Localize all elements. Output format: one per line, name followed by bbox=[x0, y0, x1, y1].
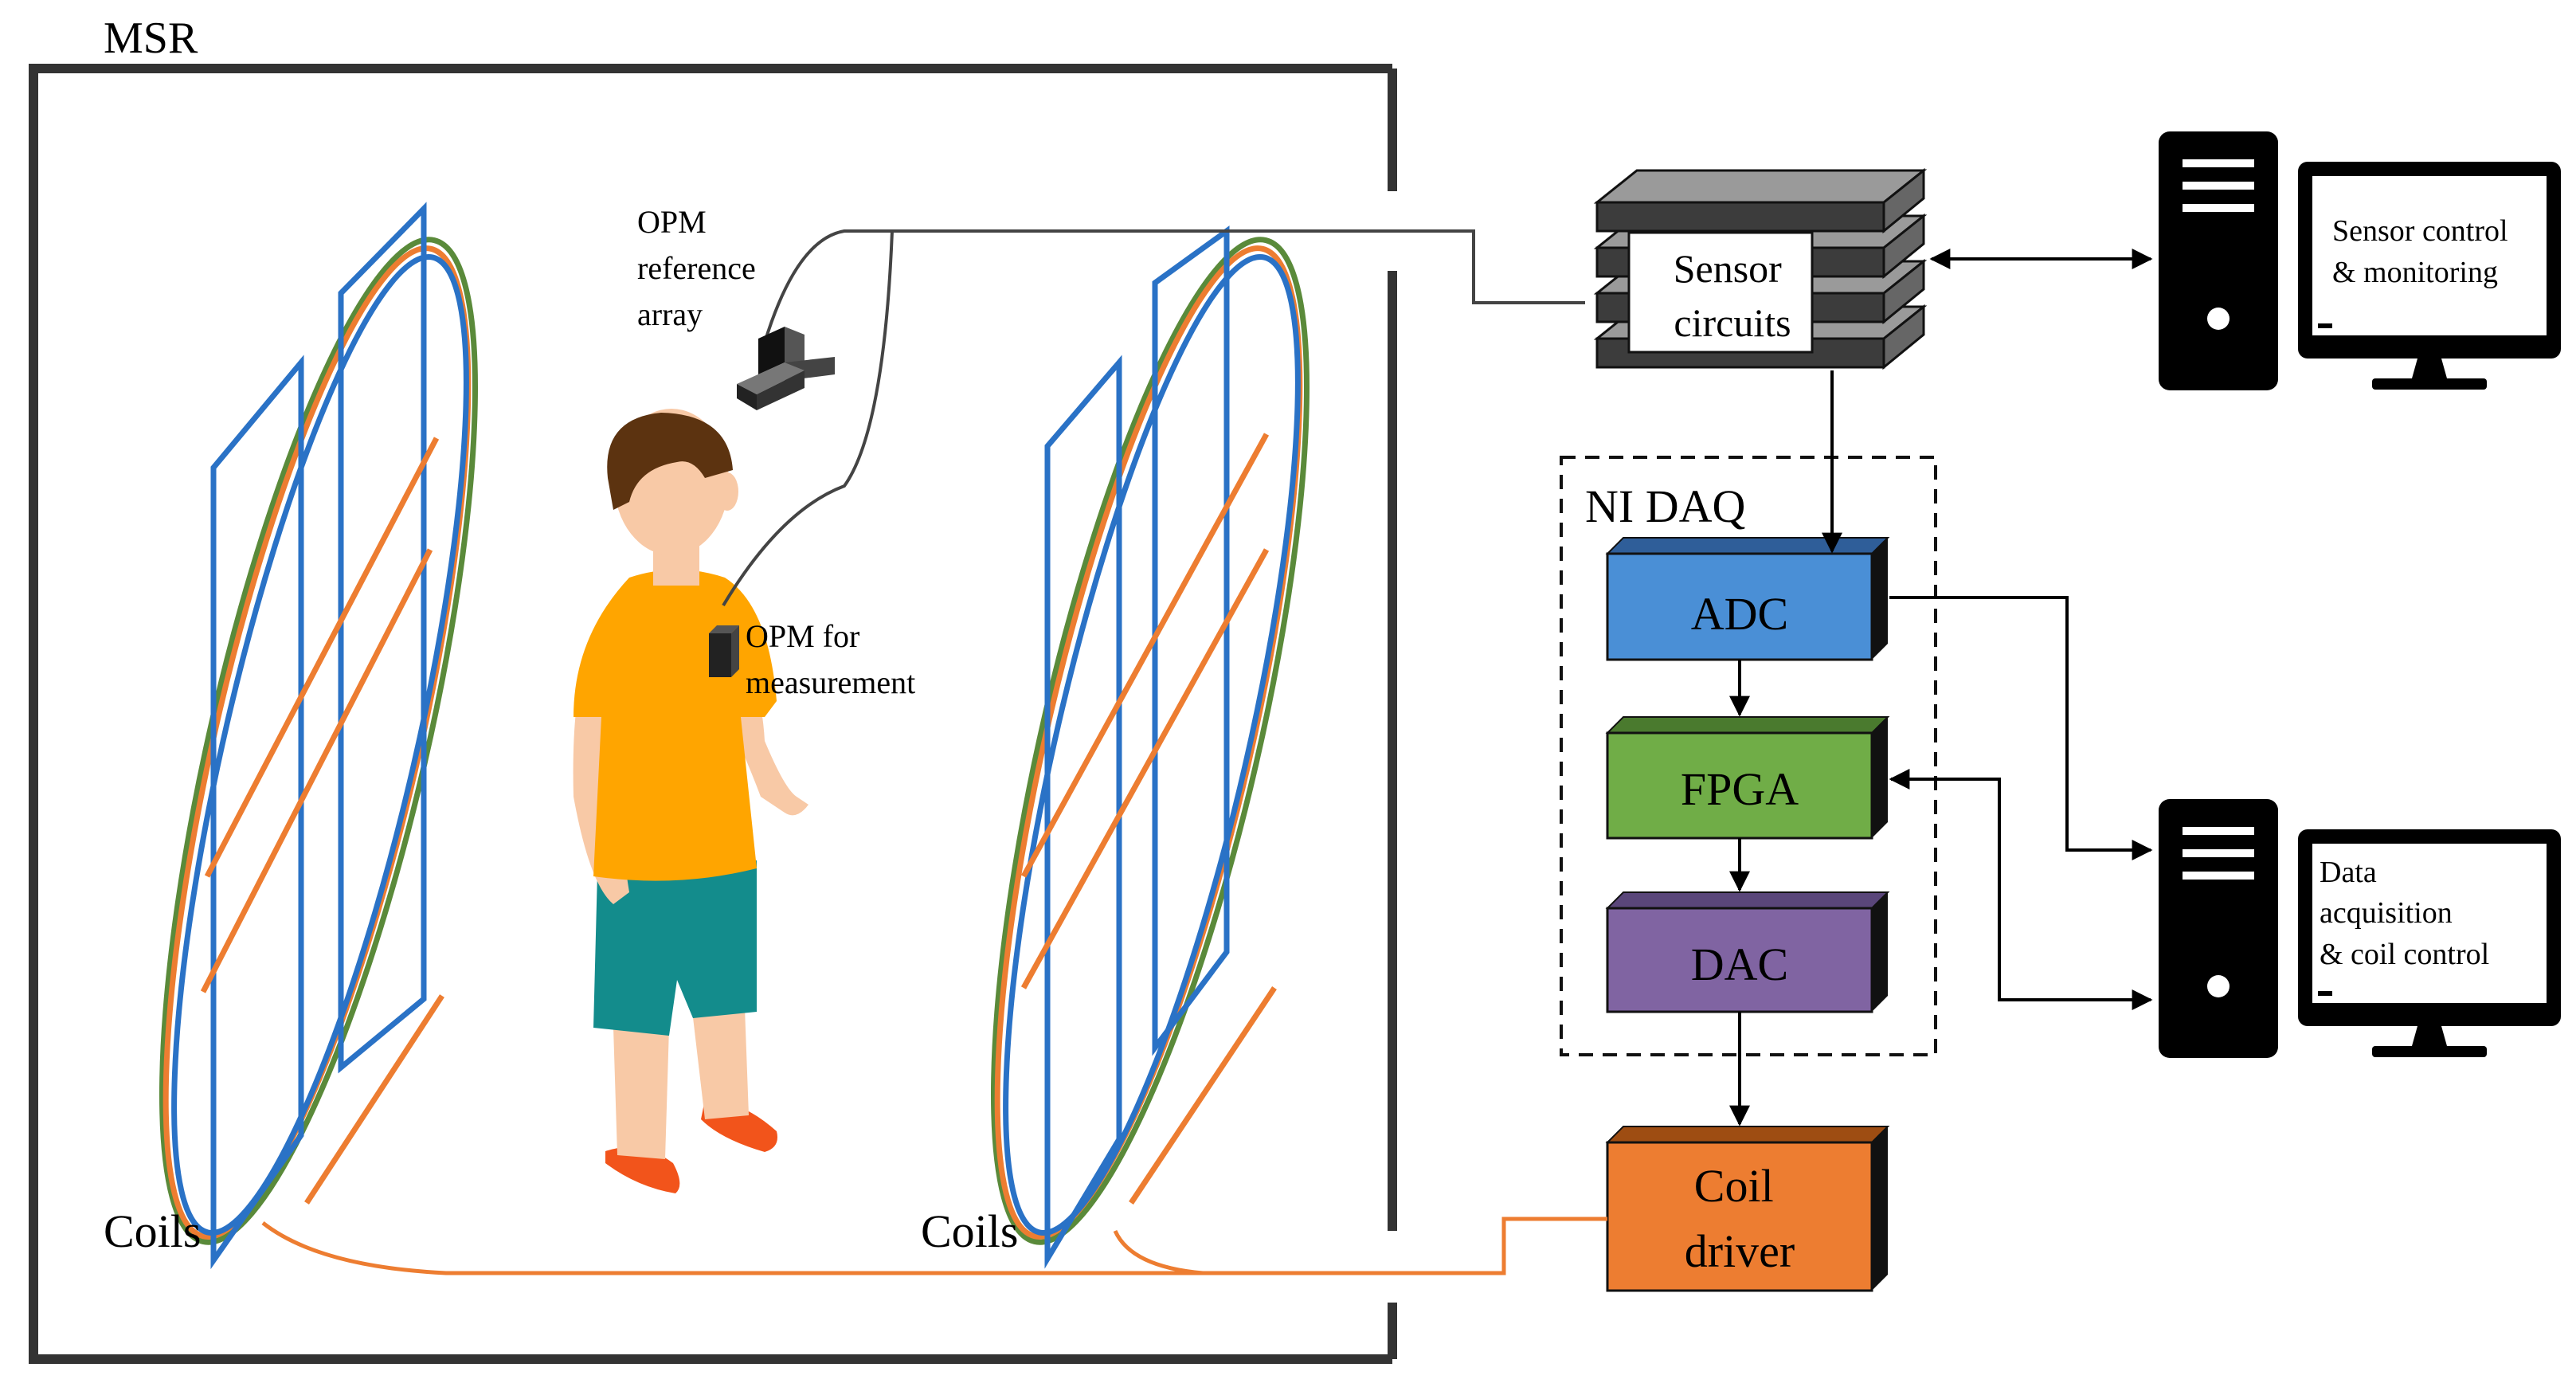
connectors bbox=[1729, 249, 2153, 1126]
opm-reference-array-icon bbox=[737, 327, 835, 410]
coils-left-label: Coils bbox=[104, 1205, 202, 1257]
coil-right bbox=[991, 225, 1310, 1269]
dac-block bbox=[1605, 891, 1890, 1013]
computer-top-screen-label: Sensor control & monitoring bbox=[2332, 214, 2515, 289]
msr-room bbox=[29, 64, 1397, 1364]
fpga-block bbox=[1605, 716, 1890, 840]
ni-daq-label: NI DAQ bbox=[1585, 480, 1745, 532]
coil-left bbox=[159, 202, 478, 1270]
coil-driver-block bbox=[1605, 1126, 1890, 1292]
computer-bottom-screen-label: Data acquisition & coil control bbox=[2320, 856, 2489, 971]
dac-label: DAC bbox=[1691, 938, 1788, 990]
computer-bottom-icon bbox=[2159, 799, 2561, 1058]
opm-cables bbox=[722, 229, 1585, 607]
adc-label: ADC bbox=[1691, 588, 1788, 640]
sensor-circuits-label: Sensor circuits bbox=[1674, 246, 1792, 345]
fpga-label: FPGA bbox=[1681, 763, 1799, 815]
coil-driver-label: Coil driver bbox=[1685, 1160, 1795, 1277]
person-icon bbox=[573, 409, 808, 1193]
computer-top-icon bbox=[2159, 131, 2561, 390]
sensor-circuits-stack-icon bbox=[1593, 167, 1928, 370]
adc-block bbox=[1605, 537, 1890, 661]
msr-label: MSR bbox=[104, 14, 198, 63]
coils-right-label: Coils bbox=[921, 1205, 1019, 1257]
ni-daq-box bbox=[1560, 456, 1937, 1056]
opm-measurement-label: OPM for measurement bbox=[746, 618, 915, 700]
opm-reference-label: OPM reference array bbox=[637, 204, 764, 332]
coil-cable bbox=[261, 1217, 1607, 1275]
opm-measurement-sensor-icon bbox=[709, 625, 739, 677]
